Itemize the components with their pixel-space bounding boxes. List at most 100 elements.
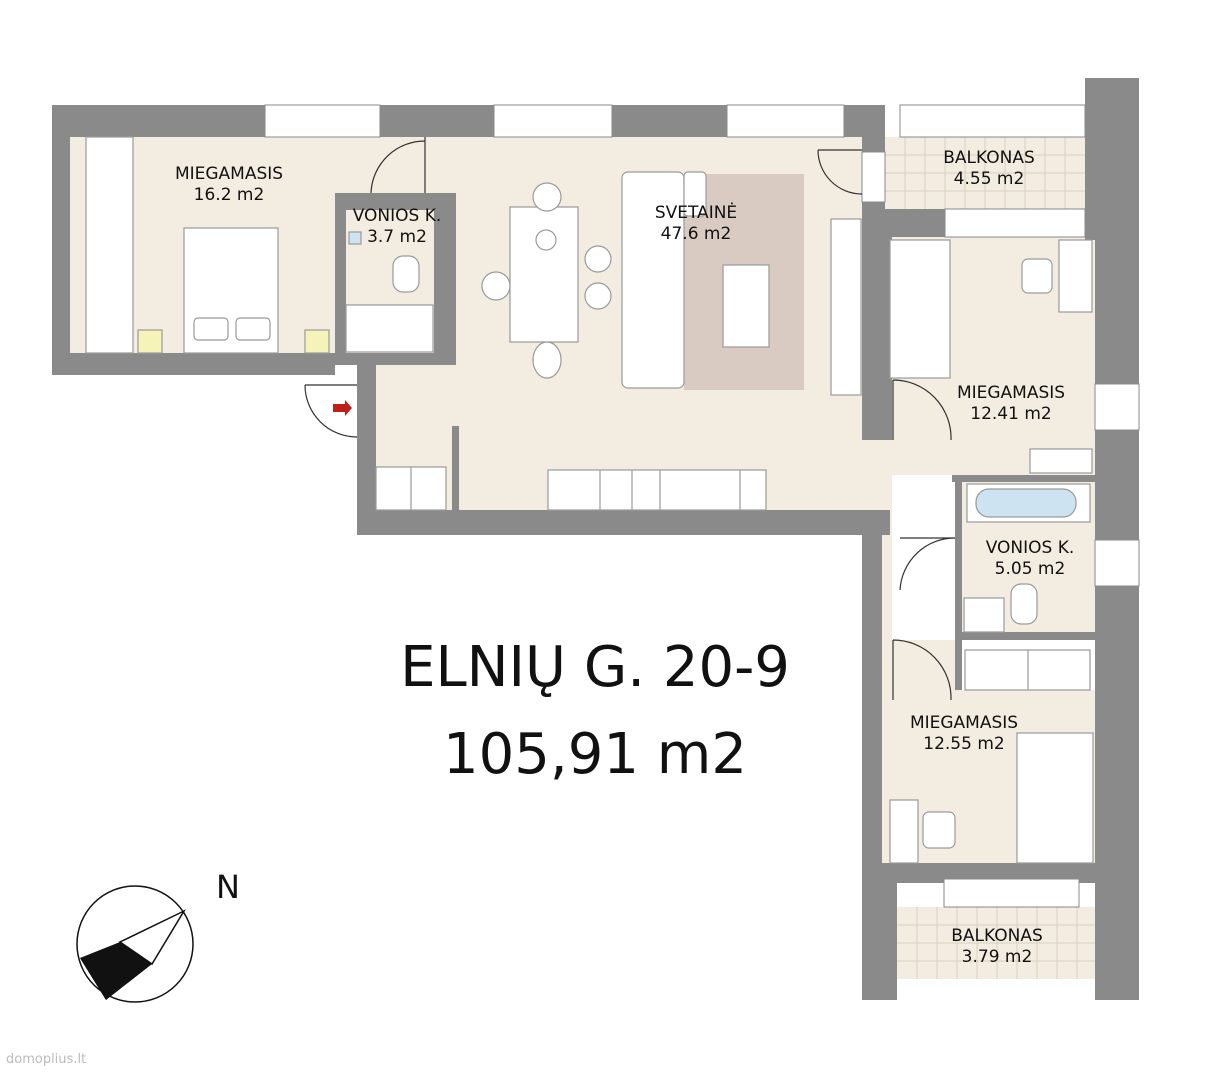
- sofa: [621, 171, 685, 389]
- room-area: 5.05 m2: [994, 559, 1066, 579]
- sofa-chaise: [683, 171, 707, 217]
- room-area: 16.2 m2: [193, 185, 265, 205]
- wall-bed2-bottom: [952, 475, 1095, 482]
- wall-bath2-bottom: [962, 632, 1095, 640]
- wall-left: [52, 105, 70, 375]
- dresser-2: [1029, 448, 1093, 474]
- north-label: N: [216, 868, 240, 906]
- window-9: [861, 151, 886, 203]
- bath-2-fixtures: [963, 483, 1091, 633]
- chair-3: [922, 811, 956, 849]
- room-label: MIEGAMASIS 12.55 m2: [910, 713, 1018, 755]
- wall-bath1-top: [335, 193, 456, 210]
- room-label: MIEGAMASIS 12.41 m2: [957, 383, 1065, 425]
- dining-chair-2: [481, 271, 511, 301]
- room-area: 12.41 m2: [970, 404, 1052, 424]
- room-name: VONIOS K.: [985, 538, 1075, 558]
- window-6: [1094, 383, 1140, 431]
- room-label: BALKONAS 4.55 m2: [943, 148, 1035, 190]
- window-3: [726, 104, 845, 138]
- coffee-table: [722, 264, 770, 348]
- total-area: 105,91 m2: [443, 722, 747, 787]
- wall-entry-left: [357, 365, 376, 535]
- wall-bath1-left: [335, 193, 346, 365]
- room-label: BALKONAS 3.79 m2: [951, 926, 1043, 968]
- bedroom-2-furniture: [889, 239, 1093, 474]
- address-title: ELNIŲ G. 20-9: [400, 635, 790, 700]
- dining-chair-3: [584, 245, 612, 273]
- dining-chair-5: [532, 341, 562, 379]
- window-4: [899, 104, 1086, 138]
- wall-stub-living: [452, 426, 459, 510]
- dining-chair-1: [532, 182, 562, 212]
- room-label: VONIOS K. 5.05 m2: [986, 538, 1075, 580]
- room-name: VONIOS K.: [352, 206, 442, 226]
- wall-corridor-left: [862, 510, 882, 1000]
- exit-arrow-icon: [333, 400, 352, 416]
- wall-corridor-bottom: [357, 510, 890, 535]
- door-bedroom-3: [892, 639, 952, 701]
- door-bedroom-2: [892, 379, 952, 441]
- room-area: 3.79 m2: [961, 947, 1033, 967]
- desk-3: [889, 799, 919, 864]
- windows: [264, 104, 1140, 908]
- nightstand-1: [137, 329, 163, 354]
- balcony-tiles: [885, 137, 1095, 979]
- wall-bottom-right: [862, 979, 897, 1000]
- toilet-1: [392, 255, 420, 293]
- wall-right-mid: [1095, 240, 1139, 1000]
- living-furniture: [375, 171, 862, 511]
- nightstand-2: [304, 329, 330, 354]
- room-name: MIEGAMASIS: [956, 383, 1066, 403]
- tv-unit: [830, 218, 862, 396]
- toilet-2: [1010, 583, 1038, 625]
- chair-2: [1021, 258, 1053, 294]
- window-1: [264, 104, 381, 138]
- watermark: domoplius.lt: [6, 1052, 87, 1067]
- sink-1: [348, 231, 362, 245]
- wall-bath1-right: [434, 193, 456, 365]
- room-name: SVETAINĖ: [654, 203, 738, 223]
- room-name: BALKONAS: [951, 926, 1043, 946]
- door-bath-2: [899, 537, 956, 591]
- room-name: MIEGAMASIS: [174, 164, 284, 184]
- room-label: MIEGAMASIS 16.2 m2: [175, 164, 283, 206]
- room-area: 47.6 m2: [660, 224, 732, 244]
- bedroom-1-furniture: [85, 136, 330, 354]
- kitchen-counter: [547, 469, 767, 511]
- wardrobe-1: [85, 136, 134, 354]
- wall-bath1-bottom: [346, 353, 434, 365]
- compass-icon: [76, 885, 194, 1003]
- doors: [304, 137, 956, 701]
- window-8: [943, 878, 1080, 908]
- wall-balcony2-left: [882, 883, 897, 979]
- dining-chair-4: [584, 282, 612, 310]
- sofa-bed-2: [889, 239, 951, 379]
- bathtub-1: [345, 304, 434, 353]
- desk-2: [1058, 239, 1093, 313]
- wall-bottom-left: [52, 353, 335, 375]
- wall-bath2-left: [955, 482, 962, 690]
- room-area: 12.55 m2: [923, 734, 1005, 754]
- room-name: BALKONAS: [943, 148, 1035, 168]
- room-label: SVETAINĖ 47.6 m2: [655, 203, 737, 245]
- vanity-2: [963, 597, 1005, 633]
- window-5: [944, 208, 1086, 238]
- wall-bed3-bottom: [882, 863, 1095, 883]
- room-label: VONIOS K. 3.7 m2: [353, 206, 442, 248]
- door-balcony: [817, 149, 863, 195]
- table-vase: [535, 229, 557, 251]
- window-7: [1094, 539, 1140, 587]
- bedroom-3-furniture: [889, 649, 1094, 864]
- room-name: MIEGAMASIS: [909, 713, 1019, 733]
- room-area: 4.55 m2: [953, 169, 1025, 189]
- bed-3: [1016, 732, 1094, 864]
- dining-table: [509, 206, 579, 343]
- door-entrance: [304, 384, 358, 438]
- window-2: [493, 104, 613, 138]
- bath-1-fixtures: [345, 231, 434, 353]
- wall-bed2-left: [882, 237, 892, 440]
- room-area: 3.7 m2: [367, 227, 427, 247]
- door-bath-1: [370, 137, 426, 194]
